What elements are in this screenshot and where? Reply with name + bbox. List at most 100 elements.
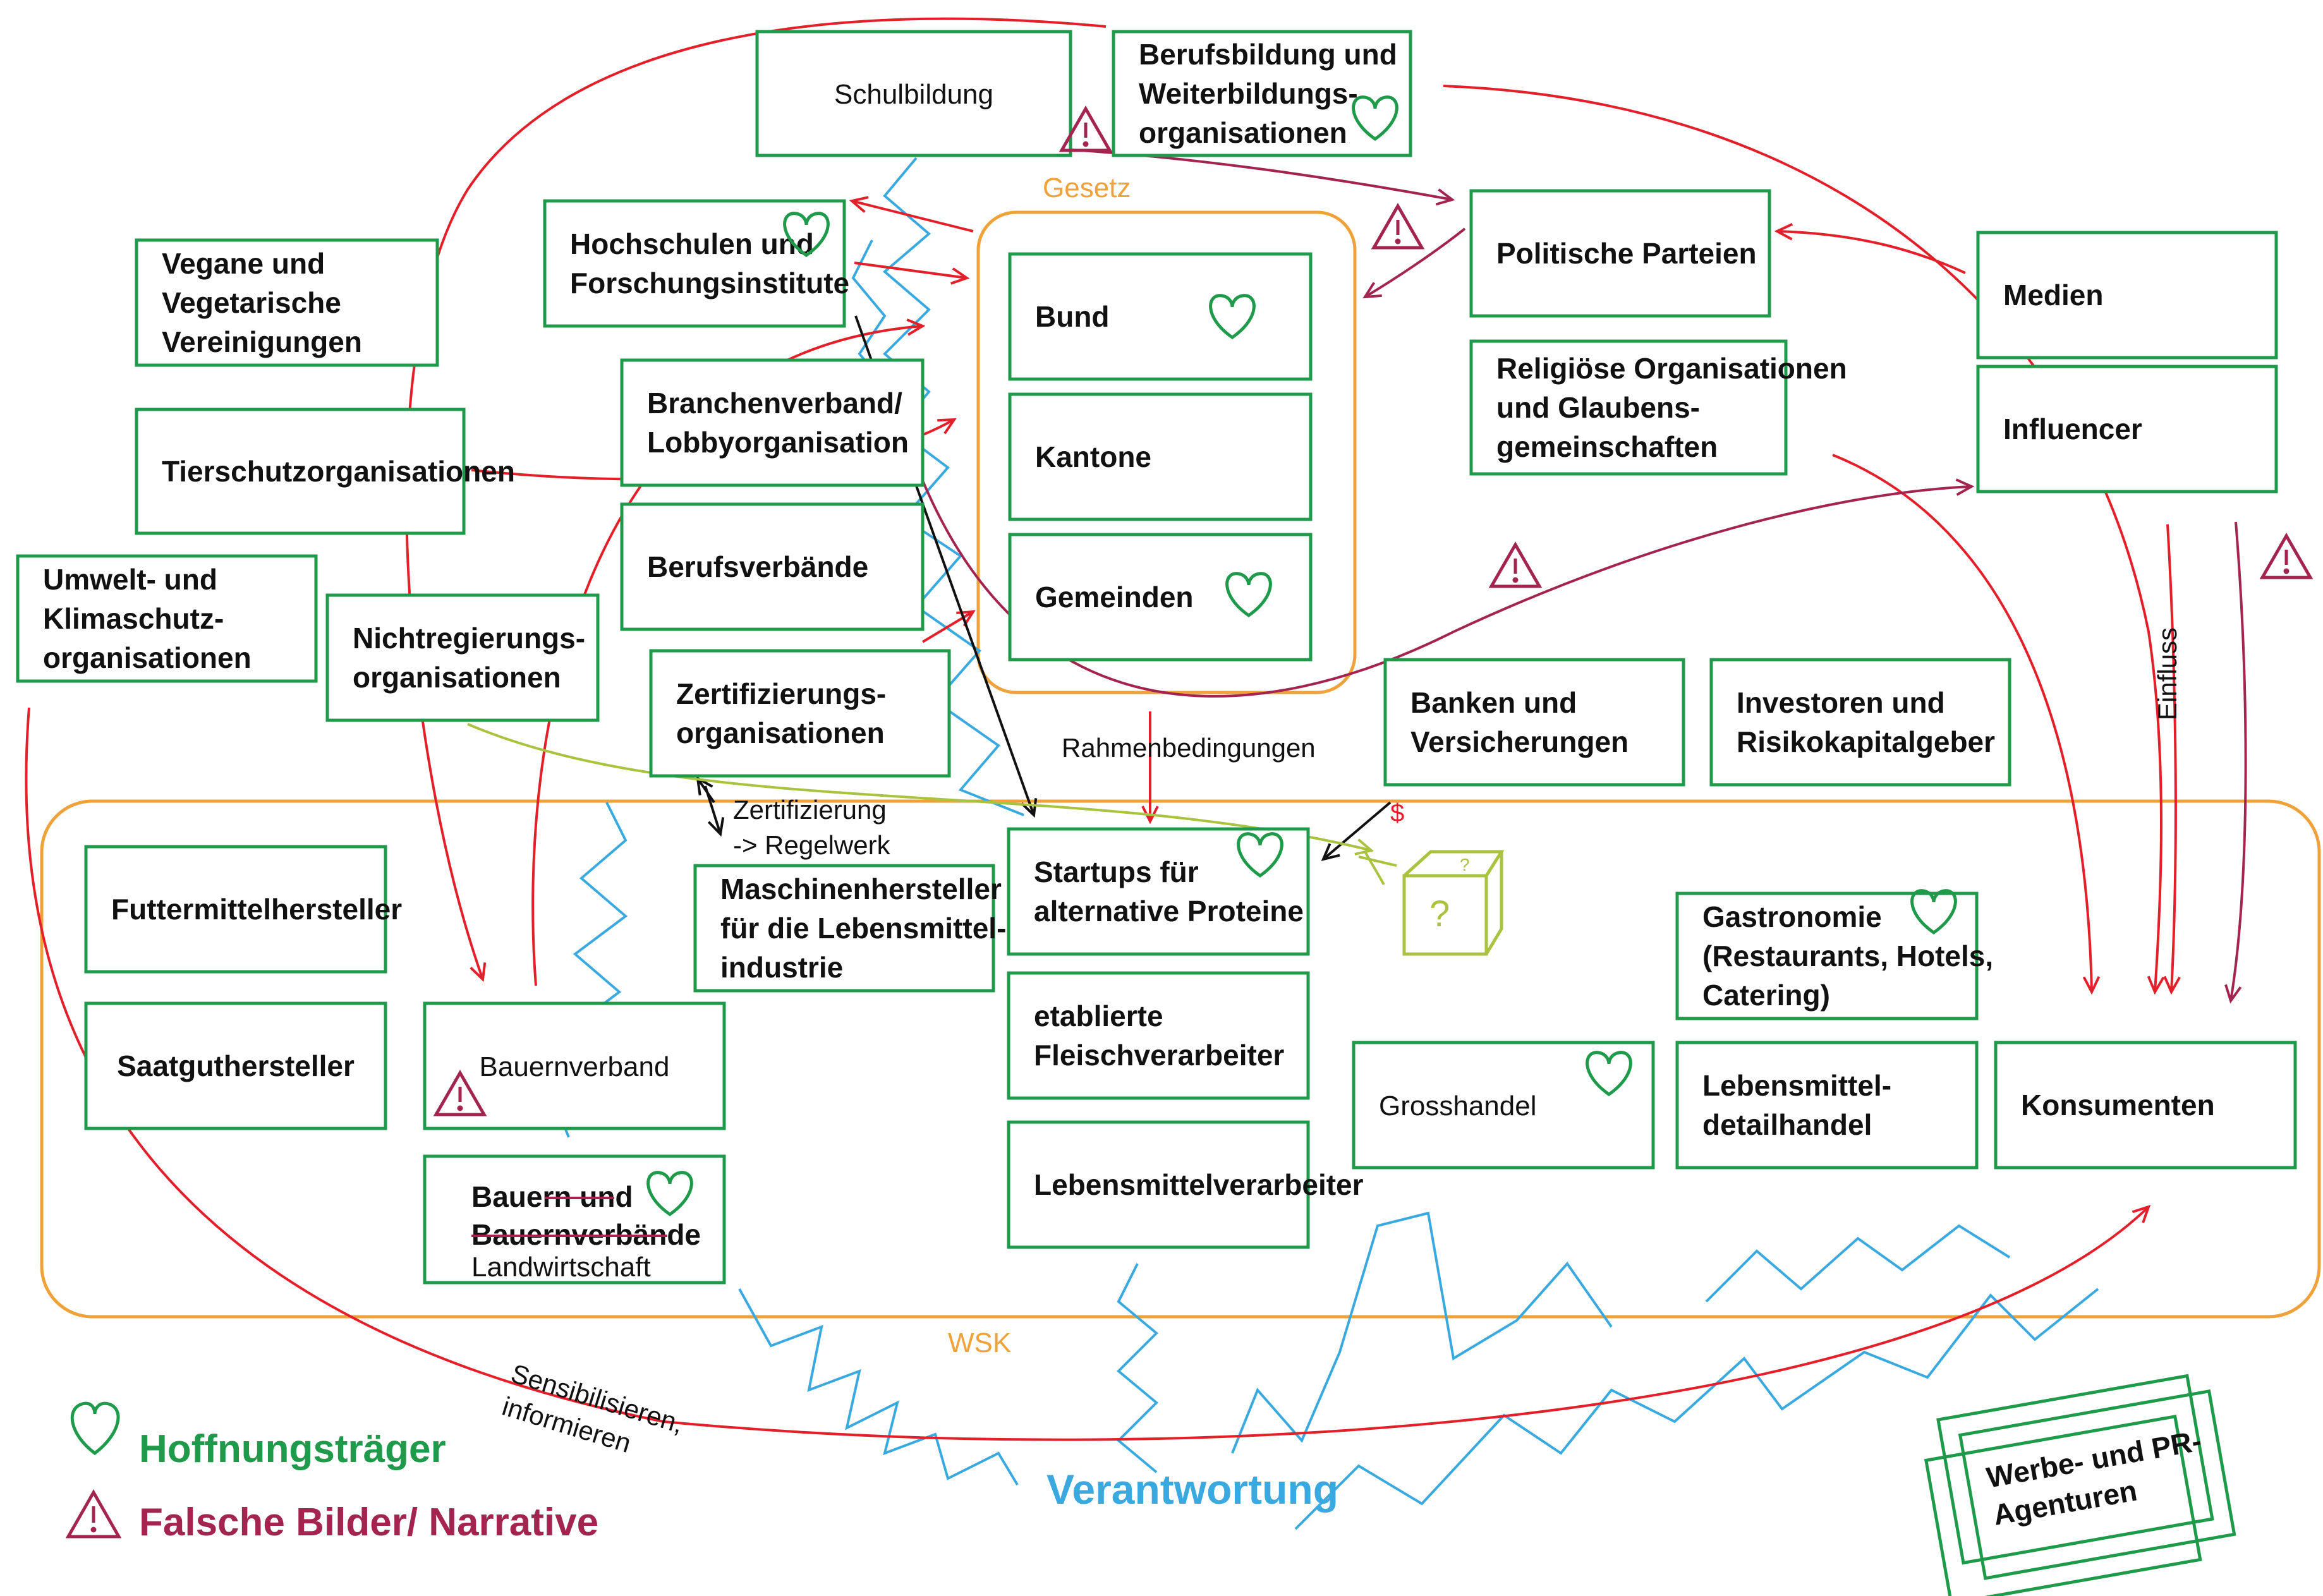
- box-ngo-line: organisationen: [353, 661, 561, 694]
- box-gastronomie-line: (Restaurants, Hotels,: [1702, 940, 1993, 972]
- heart-icon: [1910, 889, 1957, 935]
- box-tierschutz: Tierschutzorganisationen: [135, 408, 515, 535]
- box-futtermittel: Futtermittelhersteller: [84, 845, 402, 974]
- warning-icon: [1058, 105, 1113, 152]
- box-influencer-line: Influencer: [2003, 413, 2142, 445]
- warning-icon: [1488, 541, 1543, 588]
- box-saatgut-line: Saatguthersteller: [117, 1049, 355, 1082]
- box-umwelt-line: Klimaschutz-: [43, 602, 224, 635]
- heart-icon: [1352, 95, 1398, 142]
- box-maschinen-line: industrie: [720, 951, 843, 984]
- cube-top-question-mark: ?: [1460, 855, 1470, 874]
- box-kantone-line: Kantone: [1035, 440, 1151, 473]
- box-schulbildung-line: Schulbildung: [834, 79, 993, 110]
- zertifizierung-label: Zertifizierung: [733, 795, 887, 825]
- legend-heart-icon: [70, 1401, 120, 1456]
- box-tierschutz-line: Tierschutzorganisationen: [162, 455, 515, 488]
- box-detailhandel: Lebensmittel-detailhandel: [1675, 1041, 1979, 1170]
- box-bund-line: Bund: [1035, 300, 1110, 333]
- heart-icon: [1237, 832, 1283, 878]
- question-cube-icon: ? ?: [1402, 850, 1505, 956]
- box-vegane-line: Vegetarische: [162, 286, 341, 319]
- box-bund: Bund: [1008, 252, 1313, 381]
- box-saatgut: Saatguthersteller: [84, 1001, 387, 1130]
- box-gemeinden-line: Gemeinden: [1035, 581, 1194, 614]
- box-konsumenten: Konsumenten: [1994, 1041, 2297, 1170]
- werbe-agenturen-box: Werbe- und PR- Agenturen: [1924, 1374, 2236, 1596]
- box-hochschulen-line: Hochschulen und: [570, 227, 814, 260]
- box-religion-line: und Glaubens-: [1496, 391, 1700, 424]
- box-maschinen-line: Maschinenhersteller: [720, 873, 1002, 905]
- rahmenbedingungen-label: Rahmenbedingungen: [1062, 733, 1316, 763]
- box-religion: Religiöse Organisationen und Glaubens-gem…: [1469, 339, 1847, 476]
- warning-icon: [1371, 202, 1425, 250]
- heart-icon: [1209, 294, 1256, 340]
- box-gastronomie-line: Gastronomie: [1702, 900, 1882, 933]
- heart-icon: [783, 212, 830, 258]
- box-religion-line: gemeinschaften: [1496, 430, 1718, 463]
- box-vegane-line: Vegane und: [162, 247, 325, 280]
- box-hochschulen-line: Forschungsinstitute: [570, 267, 849, 299]
- box-banken-line: Banken und: [1410, 686, 1577, 719]
- box-bauernverband-line: Bauernverband: [480, 1051, 670, 1082]
- box-lebensmittelverarbeiter: Lebensmittelverarbeiter: [1007, 1120, 1364, 1249]
- box-ngo: Nichtregierungs-organisationen: [325, 593, 600, 722]
- box-umwelt-line: organisationen: [43, 641, 252, 674]
- box-zertifizierung-org-line: Zertifizierungs-: [676, 677, 886, 710]
- einfluss-label: Einfluss: [2152, 627, 2182, 720]
- marker-icons: [433, 95, 2314, 1217]
- regelwerk-label: -> Regelwerk: [733, 830, 891, 860]
- box-bauernverband: Bauernverband: [423, 1001, 726, 1130]
- box-berufsbildung-line: organisationen: [1139, 116, 1347, 149]
- legend-warning-icon: [65, 1489, 122, 1539]
- box-parteien: Politische Parteien: [1469, 189, 1771, 318]
- wsk-label: WSK: [948, 1327, 1011, 1358]
- heart-icon: [646, 1171, 693, 1217]
- actor-boxes: Schulbildung Berufsbildung undWeiterbildu…: [16, 30, 2297, 1285]
- box-berufsbildung-line: Weiterbildungs-: [1139, 77, 1358, 110]
- box-medien-line: Medien: [2003, 279, 2103, 311]
- certification-arrow: [467, 723, 1397, 885]
- box-zertifizierung-org-line: organisationen: [676, 716, 885, 749]
- box-futtermittel-line: Futtermittelhersteller: [111, 893, 402, 926]
- box-startups-line: Startups für: [1034, 855, 1199, 888]
- legend-hope-label: Hoffnungsträger: [139, 1427, 446, 1471]
- box-banken-line: Versicherungen: [1410, 725, 1629, 758]
- box-branchenverband-line: Branchenverband/: [647, 387, 902, 420]
- box-berufsbildung: Berufsbildung undWeiterbildungs-organisa…: [1112, 30, 1412, 157]
- box-grosshandel: Grosshandel: [1352, 1041, 1655, 1170]
- box-religion-line: Religiöse Organisationen: [1496, 352, 1847, 385]
- box-schulbildung: Schulbildung: [755, 30, 1072, 157]
- box-gastronomie: Gastronomie(Restaurants, Hotels,Catering…: [1675, 892, 1993, 1020]
- box-influencer: Influencer: [1976, 365, 2278, 493]
- box-branchenverband-line: Lobbyorganisation: [647, 426, 909, 459]
- box-ngo-line: Nichtregierungs-: [353, 622, 585, 655]
- box-detailhandel-line: detailhandel: [1702, 1108, 1872, 1141]
- box-startups-line: alternative Proteine: [1034, 895, 1304, 928]
- bauern-landwirtschaft-label: Landwirtschaft: [471, 1252, 651, 1283]
- box-fleisch-line: Fleischverarbeiter: [1034, 1039, 1284, 1072]
- box-konsumenten-line: Konsumenten: [2021, 1089, 2215, 1121]
- box-fleisch-line: etablierte: [1034, 1000, 1163, 1032]
- warning-icon: [433, 1069, 487, 1116]
- box-berufsbildung-line: Berufsbildung und: [1139, 38, 1397, 71]
- box-grosshandel-line: Grosshandel: [1379, 1091, 1536, 1121]
- box-investoren-line: Risikokapitalgeber: [1737, 725, 1995, 758]
- box-berufsverbaende: Berufsverbände: [620, 502, 925, 631]
- heart-icon: [1225, 572, 1272, 618]
- box-umwelt-line: Umwelt- und: [43, 563, 217, 596]
- box-lebensmittelverarbeiter-line: Lebensmittelverarbeiter: [1034, 1168, 1364, 1201]
- box-maschinen-line: für die Lebensmittel-: [720, 912, 1006, 945]
- box-kantone: Kantone: [1008, 392, 1313, 521]
- dollar-sign: $: [1390, 799, 1404, 827]
- box-maschinen: Maschinenhersteller für die Lebensmittel-…: [693, 864, 1006, 993]
- box-investoren-line: Investoren und: [1737, 686, 1945, 719]
- warning-icon: [2259, 532, 2314, 579]
